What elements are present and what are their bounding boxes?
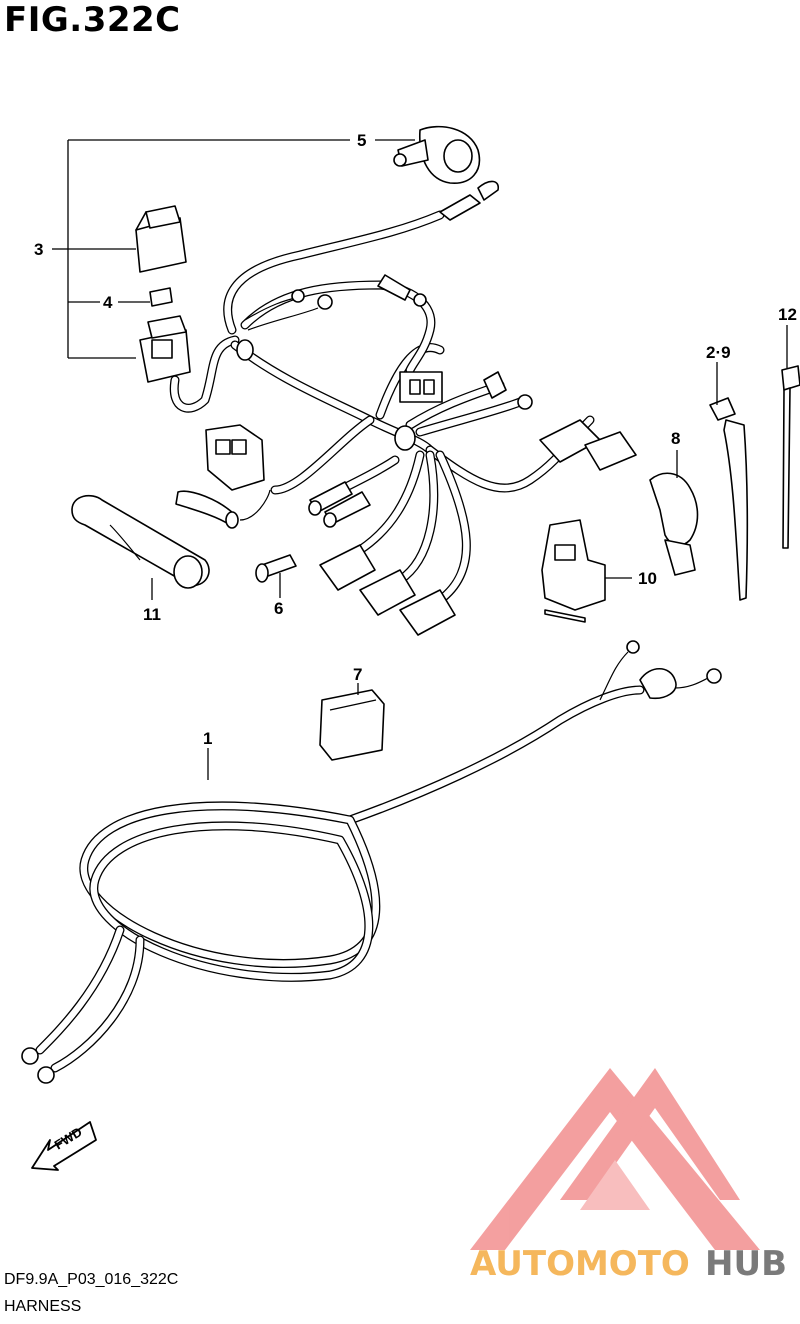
figure-title: FIG.322C [4, 0, 181, 40]
part-10-clamp [541, 519, 606, 623]
callout-3: 3 [34, 240, 43, 259]
callout-8: 8 [671, 429, 680, 448]
watermark-logo [470, 1068, 760, 1250]
callout-12: 12 [778, 305, 797, 324]
callout-4: 4 [103, 293, 113, 312]
bullet-terminals [175, 481, 371, 529]
part-8-clip [649, 472, 699, 576]
part-2-9-tie [709, 397, 749, 601]
part-12-tie [781, 365, 800, 549]
watermark-text-part1: AUTOMOTO [470, 1244, 690, 1284]
callout-5: 5 [357, 131, 366, 150]
plug-connector-top [399, 371, 533, 410]
callout-labels: 1 2·9 3 4 5 6 7 8 10 11 12 [34, 131, 797, 748]
part-4-fuse [149, 287, 173, 307]
part-6-rivet [255, 554, 297, 583]
leader-lines [52, 139, 788, 780]
callout-11: 11 [143, 605, 161, 624]
callout-10: 10 [638, 569, 657, 588]
figure-name: HARNESS [4, 1298, 82, 1315]
part-7-grommet [319, 689, 385, 761]
watermark-text: AUTOMOTO HUB [470, 1244, 787, 1284]
watermark-text-part2: HUB [705, 1244, 787, 1284]
figure-code: DF9.9A_P03_016_322C [4, 1271, 179, 1288]
square-connector-left [205, 424, 265, 491]
lower-connectors [319, 544, 456, 636]
ring-terminals-top [291, 274, 427, 310]
part-3-relay [135, 205, 187, 273]
fwd-arrow: FWD [31, 1121, 97, 1171]
callout-7: 7 [353, 665, 362, 684]
right-connectors [539, 419, 637, 471]
callout-1: 1 [203, 729, 212, 748]
part-11-sleeve [71, 494, 210, 589]
callout-2-9: 2·9 [706, 343, 731, 362]
part-1-battery-cable [21, 640, 722, 1084]
callout-6: 6 [274, 599, 283, 618]
relay-holder [139, 315, 191, 383]
part-5-grommet [393, 125, 500, 221]
